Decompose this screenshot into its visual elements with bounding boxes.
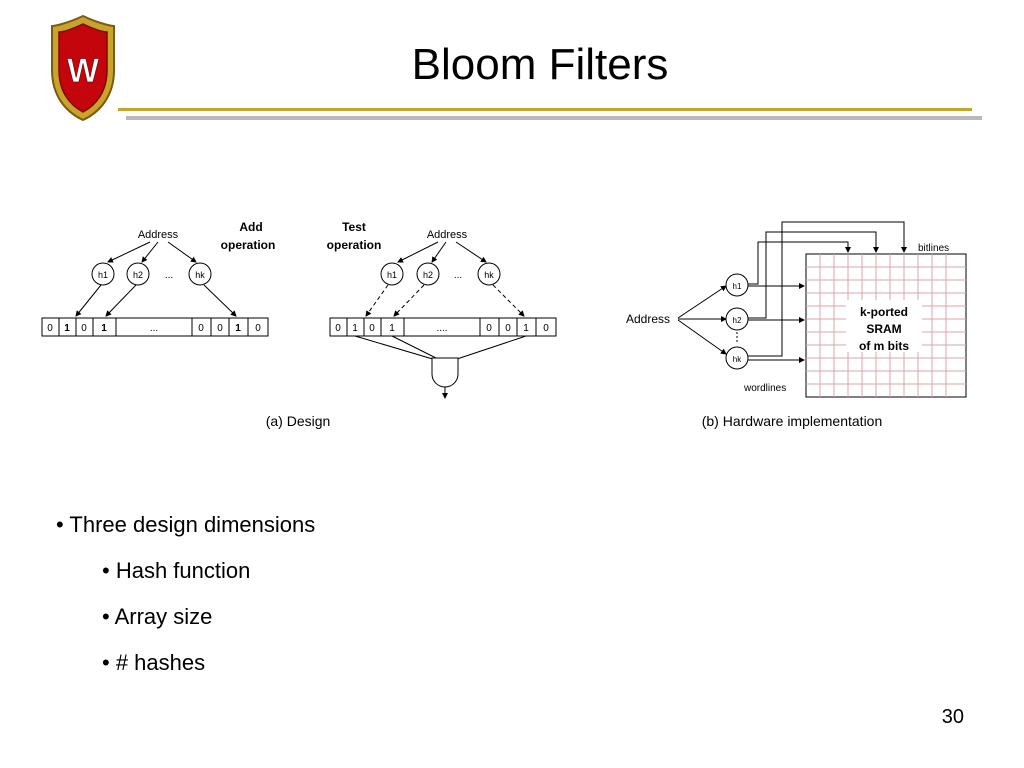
svg-text:1: 1	[523, 323, 529, 334]
svg-text:1: 1	[64, 323, 70, 334]
svg-text:...: ...	[150, 323, 158, 334]
hw-hash-h1	[725, 273, 749, 297]
test-hash-h2	[416, 262, 440, 286]
svg-text:....: ....	[436, 323, 447, 334]
university-crest-logo: W	[51, 14, 115, 122]
svg-text:h1: h1	[733, 282, 742, 291]
svg-text:h2: h2	[133, 270, 143, 280]
sram-array: k-ported SRAM of m bits	[805, 253, 967, 398]
design-caption: (a) Design	[266, 413, 331, 429]
test-hash-h1	[380, 262, 404, 286]
svg-text:1: 1	[352, 323, 358, 334]
add-label-line1: Add	[239, 220, 262, 234]
sram-label-line3: of m bits	[859, 339, 909, 353]
and-gate	[431, 357, 459, 388]
svg-text:1: 1	[101, 323, 107, 334]
svg-text:0: 0	[505, 323, 511, 334]
svg-text:h1: h1	[387, 270, 397, 280]
wordlines-label: wordlines	[743, 383, 786, 394]
hw-hash-h2	[725, 307, 749, 331]
svg-text:h2: h2	[733, 316, 742, 325]
svg-text:...: ...	[454, 270, 462, 281]
title-rule-gray	[126, 116, 982, 120]
add-operation-diagram: Address Add operation h1 h2 ... hk 0 1 0	[41, 220, 276, 337]
svg-text:0: 0	[369, 323, 375, 334]
svg-text:0: 0	[47, 323, 53, 334]
svg-text:hk: hk	[195, 270, 205, 280]
title-rule-gold	[118, 108, 972, 111]
svg-text:0: 0	[543, 323, 549, 334]
test-address-label: Address	[427, 229, 468, 241]
add-bit-array: 0 1 0 1 ... 0 0 1 0	[41, 317, 269, 337]
test-hash-hk	[477, 262, 501, 286]
svg-text:hk: hk	[733, 355, 742, 364]
bullet-array-size: • Array size	[102, 604, 213, 629]
svg-text:0: 0	[255, 323, 261, 334]
svg-text:...: ...	[165, 270, 173, 281]
hw-address-label: Address	[626, 312, 670, 326]
svg-text:0: 0	[198, 323, 204, 334]
test-operation-diagram: Test operation Address h1 h2 ... hk 0 1 …	[327, 220, 557, 399]
hw-hash-hk	[725, 346, 749, 370]
page-number: 30	[941, 706, 964, 728]
slide-title: Bloom Filters	[411, 40, 669, 89]
hardware-caption: (b) Hardware implementation	[702, 413, 883, 429]
add-hash-h1	[91, 262, 115, 286]
bullet-three-design-dimensions: • Three design dimensions	[56, 512, 316, 537]
bitlines-label: bitlines	[918, 243, 949, 254]
hardware-diagram: Address h1 h2 hk bitlines wordlines	[626, 221, 967, 398]
svg-text:h1: h1	[98, 270, 108, 280]
svg-text:hk: hk	[484, 270, 494, 280]
svg-text:0: 0	[486, 323, 492, 334]
test-label-line1: Test	[342, 220, 366, 234]
add-label-line2: operation	[221, 238, 276, 252]
svg-text:1: 1	[235, 323, 241, 334]
add-address-label: Address	[138, 229, 179, 241]
sram-label-line1: k-ported	[860, 305, 908, 319]
svg-text:1: 1	[389, 323, 395, 334]
svg-text:h2: h2	[423, 270, 433, 280]
sram-label-line2: SRAM	[866, 322, 901, 336]
bullet-hash-function: • Hash function	[102, 558, 251, 583]
bullet-hashes: • # hashes	[102, 650, 206, 675]
svg-text:0: 0	[335, 323, 341, 334]
add-hash-h2	[126, 262, 150, 286]
logo-letter: W	[67, 52, 100, 90]
svg-text:0: 0	[217, 323, 223, 334]
svg-text:0: 0	[81, 323, 87, 334]
add-hash-hk	[188, 262, 212, 286]
test-bit-array: 0 1 0 1 .... 0 0 1 0	[329, 317, 557, 337]
test-label-line2: operation	[327, 238, 382, 252]
